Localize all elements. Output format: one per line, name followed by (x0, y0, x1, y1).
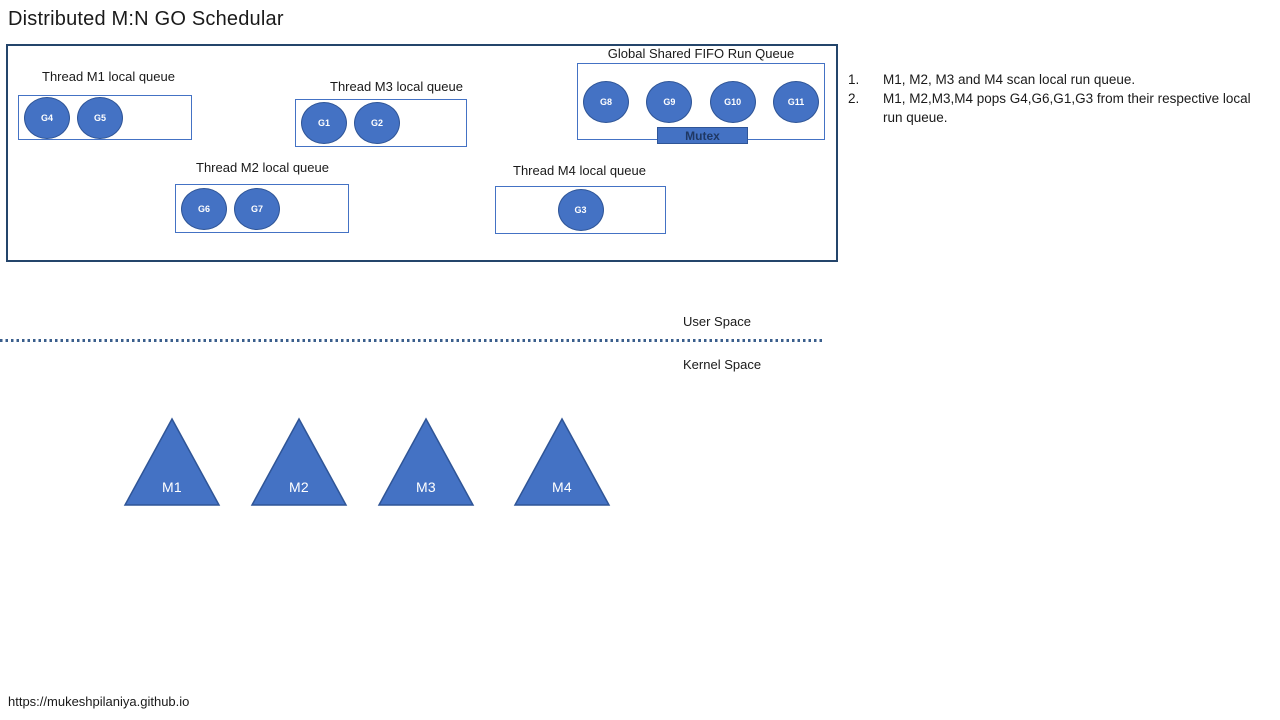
note-number: 2. (848, 91, 860, 106)
thread-triangle-m4: M4 (512, 416, 612, 508)
scheduler-outer-box (6, 44, 838, 262)
goroutine-g5: G5 (77, 96, 123, 139)
goroutine-g1: G1 (301, 102, 347, 144)
queue-label-m2: Thread M2 local queue (196, 160, 329, 175)
thread-triangle-m2: M2 (249, 416, 349, 508)
note-text: M1, M2, M3 and M4 scan local run queue. (883, 72, 1136, 87)
goroutine-g10: G10 (709, 80, 756, 123)
goroutine-g3: G3 (557, 189, 604, 231)
thread-label: M3 (415, 479, 437, 495)
queue-box-m1: G4 G5 (18, 95, 192, 140)
thread-triangle-m3: M3 (376, 416, 476, 508)
queue-box-m2: G6 G7 (175, 184, 349, 233)
goroutine-g11: G11 (772, 80, 819, 123)
user-kernel-divider (0, 339, 824, 342)
note-item-2: 2. M1, M2,M3,M4 pops G4,G6,G1,G3 from th… (848, 89, 1258, 127)
goroutine-g4: G4 (24, 96, 70, 139)
triangle-shape (513, 417, 611, 506)
triangle-shape (123, 417, 221, 506)
thread-label: M2 (288, 479, 310, 495)
kernel-space-label: Kernel Space (683, 357, 762, 372)
queue-label-m3: Thread M3 local queue (330, 79, 463, 94)
note-number: 1. (848, 72, 860, 87)
triangle-shape (377, 417, 475, 506)
notes-list: 1. M1, M2, M3 and M4 scan local run queu… (848, 70, 1258, 127)
note-item-1: 1. M1, M2, M3 and M4 scan local run queu… (848, 70, 1258, 89)
diagram-title: Distributed M:N GO Schedular (8, 8, 284, 30)
goroutine-g6: G6 (181, 187, 227, 230)
goroutine-g2: G2 (354, 102, 400, 144)
queue-label-m1: Thread M1 local queue (42, 69, 175, 84)
footer-url: https://mukeshpilaniya.github.io (8, 694, 190, 709)
note-text: M1, M2,M3,M4 pops G4,G6,G1,G3 from their… (883, 91, 1251, 125)
user-space-label: User Space (683, 314, 751, 329)
triangle-shape (250, 417, 348, 506)
mutex-bar: Mutex (657, 127, 748, 144)
goroutine-g9: G9 (646, 80, 693, 123)
queue-label-m4: Thread M4 local queue (513, 163, 646, 178)
thread-label: M4 (551, 479, 573, 495)
goroutine-g7: G7 (234, 187, 280, 230)
queue-box-m4: G3 (495, 186, 666, 234)
global-queue-label: Global Shared FIFO Run Queue (607, 46, 795, 61)
thread-triangle-m1: M1 (122, 416, 222, 508)
queue-box-m3: G1 G2 (295, 99, 467, 147)
goroutine-g8: G8 (583, 80, 629, 123)
thread-label: M1 (161, 479, 183, 495)
